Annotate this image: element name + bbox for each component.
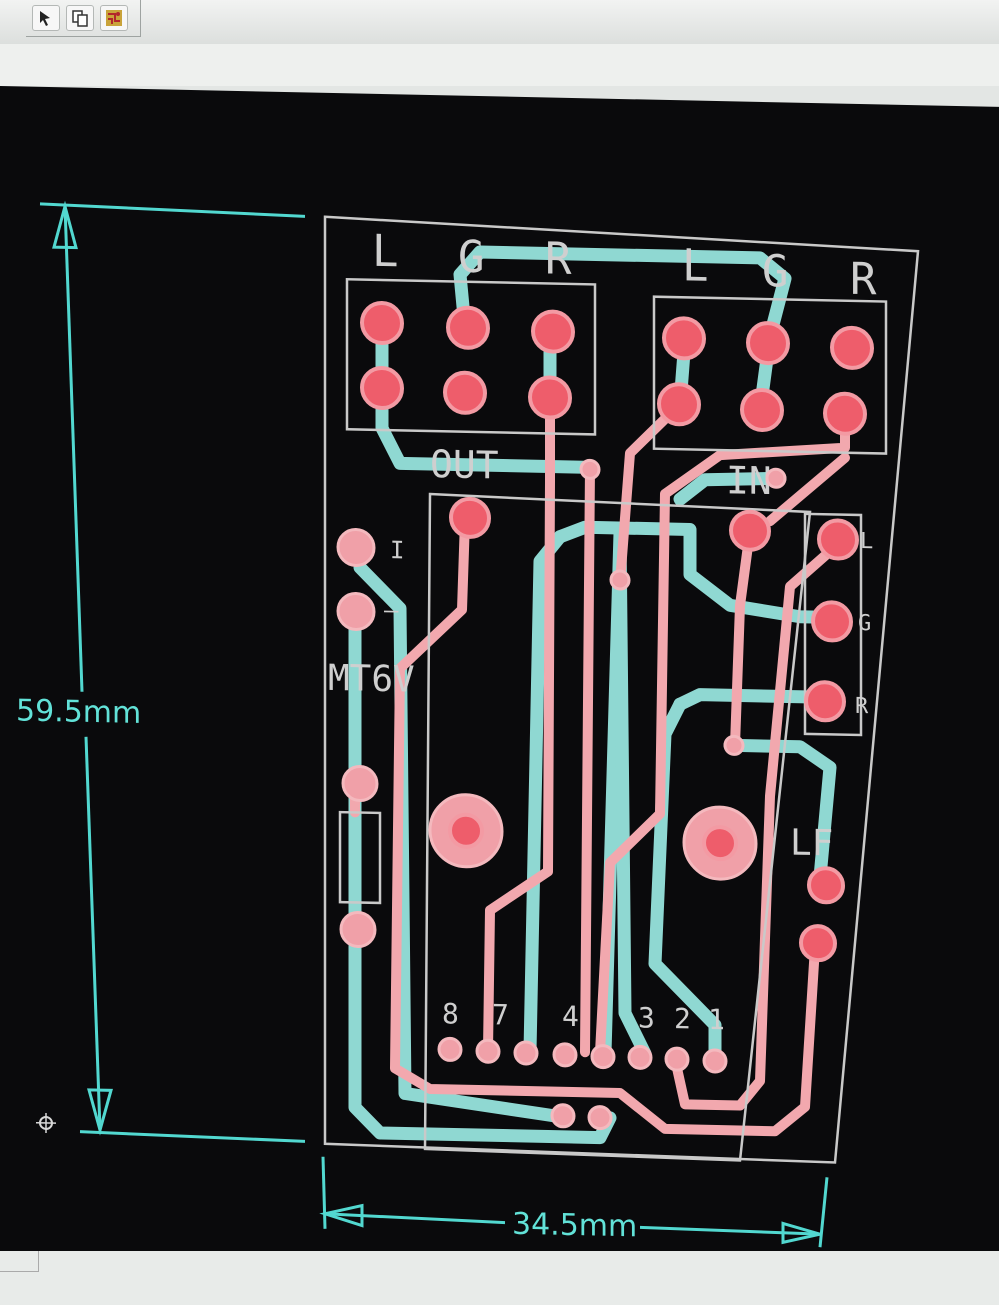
- pad[interactable]: [823, 391, 867, 436]
- pcb-drawing[interactable]: L G R L G R OUT IN L G R MT6V I — 8 7 4 …: [0, 86, 999, 1272]
- mounting-hole-center: [702, 825, 738, 862]
- right-header-outline: [803, 512, 863, 737]
- pad[interactable]: [729, 509, 771, 552]
- pad[interactable]: [799, 924, 837, 963]
- chip-pad[interactable]: [627, 1044, 653, 1070]
- pad[interactable]: [341, 765, 379, 803]
- workspace-header: [0, 44, 999, 86]
- module-label: MT6V: [328, 658, 415, 701]
- chip-pin-7: 7: [492, 998, 509, 1031]
- chip-pad[interactable]: [513, 1040, 539, 1066]
- pad[interactable]: [740, 387, 784, 432]
- top-layer-traces: [350, 391, 850, 1137]
- status-cell: [0, 1251, 39, 1272]
- via[interactable]: [609, 569, 631, 591]
- pointer-icon: [40, 11, 50, 26]
- pad[interactable]: [360, 300, 404, 346]
- out-header-outline: [345, 277, 597, 436]
- pad[interactable]: [336, 591, 376, 631]
- status-bar: [0, 1251, 999, 1305]
- chip-pad[interactable]: [552, 1042, 578, 1068]
- via[interactable]: [579, 458, 601, 480]
- module-outline: [423, 492, 812, 1162]
- pad[interactable]: [550, 1103, 576, 1129]
- chip-pin-8: 8: [442, 997, 459, 1030]
- in-label: IN: [726, 458, 772, 503]
- pad[interactable]: [449, 496, 491, 539]
- out-label: OUT: [430, 442, 499, 487]
- origin-marker-icon: [36, 1112, 56, 1133]
- pad[interactable]: [746, 321, 790, 366]
- pad[interactable]: [528, 375, 572, 420]
- pad[interactable]: [531, 309, 575, 354]
- left-pin-label-1: I: [390, 536, 404, 564]
- copy-icon: [72, 10, 88, 27]
- pad[interactable]: [830, 325, 874, 370]
- out-header-label-r: R: [545, 233, 572, 285]
- in-header-outline: [652, 295, 888, 455]
- resistor-outline: [338, 810, 382, 905]
- out-header-label-l: L: [372, 226, 398, 278]
- out-header-label-g: G: [458, 232, 484, 284]
- copy-button[interactable]: [66, 5, 94, 31]
- height-dimension: 59.5mm: [16, 200, 306, 1143]
- chip-pad[interactable]: [590, 1044, 616, 1070]
- pad[interactable]: [360, 365, 404, 411]
- pad[interactable]: [587, 1105, 613, 1131]
- pcb-canvas[interactable]: L G R L G R OUT IN L G R MT6V I — 8 7 4 …: [0, 86, 999, 1272]
- pcb-button[interactable]: [100, 5, 128, 31]
- right-header-label-l: L: [860, 529, 873, 554]
- pad[interactable]: [657, 382, 701, 427]
- board-outline: [323, 215, 920, 1164]
- in-header-label-l: L: [682, 240, 708, 292]
- toolbar-group: [26, 0, 141, 37]
- in-header-label-g: G: [762, 246, 788, 298]
- chip-pad[interactable]: [437, 1036, 463, 1062]
- pad[interactable]: [807, 866, 845, 905]
- via[interactable]: [723, 734, 745, 756]
- pcb-icon: [106, 10, 122, 26]
- width-dimension: 34.5mm: [319, 1156, 829, 1248]
- pad[interactable]: [336, 527, 376, 567]
- left-pin-label-2: —: [384, 596, 399, 624]
- chip-pad[interactable]: [475, 1038, 501, 1064]
- pad[interactable]: [662, 316, 706, 361]
- chip-pad[interactable]: [664, 1046, 690, 1072]
- mounting-hole-center: [448, 812, 484, 849]
- pads: [336, 300, 874, 1131]
- pad[interactable]: [811, 600, 853, 643]
- pad[interactable]: [443, 370, 487, 415]
- toolbar: [0, 0, 999, 44]
- pad[interactable]: [817, 518, 859, 561]
- right-header-label-g: G: [858, 611, 871, 636]
- width-dimension-label: 34.5mm: [512, 1207, 637, 1245]
- height-dimension-label: 59.5mm: [16, 693, 141, 731]
- silkscreen: L G R L G R OUT IN L G R MT6V I — 8 7 4 …: [323, 215, 920, 1164]
- chip-pin-2: 2: [674, 1002, 691, 1035]
- via[interactable]: [765, 467, 787, 489]
- pointer-button[interactable]: [32, 5, 60, 31]
- pad[interactable]: [339, 910, 377, 949]
- lf-label: LF: [790, 823, 833, 865]
- chip-pad[interactable]: [702, 1048, 728, 1074]
- pad[interactable]: [804, 680, 846, 723]
- chip-pin-1: 1: [708, 1003, 725, 1036]
- pad[interactable]: [446, 305, 490, 350]
- chip-pin-3: 3: [638, 1001, 655, 1034]
- chip-pin-4: 4: [562, 1000, 579, 1033]
- right-header-label-r: R: [855, 694, 869, 719]
- in-header-label-r: R: [850, 254, 877, 306]
